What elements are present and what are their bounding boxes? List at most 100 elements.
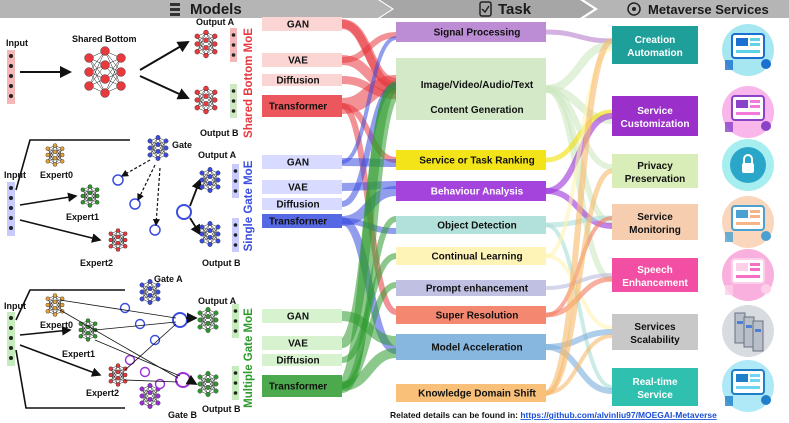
shared-bottom-net — [84, 46, 126, 98]
customization-illustration — [722, 86, 774, 138]
expert1-net — [80, 184, 100, 208]
task-service-flow — [545, 109, 613, 163]
expert0-label: Expert0 — [40, 320, 73, 330]
output-a-label: Output A — [198, 296, 237, 306]
service-label-line2: Enhancement — [622, 278, 688, 289]
model-label: Transformer — [269, 382, 327, 393]
model-task-flow — [341, 32, 397, 63]
model-box — [262, 375, 342, 397]
models-heading: Models — [190, 1, 242, 18]
input-vector — [7, 312, 15, 366]
model-box — [262, 336, 342, 350]
model-label: Diffusion — [276, 200, 319, 211]
expert0-label: Expert0 — [40, 170, 73, 180]
output-b-vector — [232, 366, 239, 400]
task-box — [396, 280, 546, 296]
footer-prefix: Related details can be found in: — [390, 410, 520, 420]
expert1-label: Expert1 — [62, 349, 95, 359]
task-label: Image/Video/Audio/Text — [421, 80, 534, 91]
input-label: Input — [6, 38, 28, 48]
task-service-flow — [545, 334, 613, 395]
tower-b-net — [199, 221, 221, 247]
task-label: Continual Learning — [431, 252, 522, 263]
task-label-line2: Content Generation — [430, 105, 523, 116]
clipboard-icon — [479, 1, 492, 17]
mult-node — [124, 354, 136, 366]
expert2-label: Expert2 — [80, 258, 113, 268]
model-label: GAN — [287, 158, 309, 169]
task-label: Behaviour Analysis — [431, 187, 524, 198]
task-label: Signal Processing — [434, 28, 521, 39]
expert2-net — [108, 363, 128, 387]
task-box — [396, 306, 546, 324]
service-label: Privacy — [637, 161, 673, 172]
services-heading: Metaverse Services — [648, 2, 769, 17]
model-label: VAE — [288, 339, 308, 350]
moe-group-title: Multiple Gate MoE — [243, 308, 255, 408]
model-label: Diffusion — [276, 76, 319, 87]
gate-net — [147, 135, 169, 161]
task-service-flow — [545, 29, 613, 44]
gate-a-label: Gate A — [154, 274, 183, 284]
service-column: CreationAutomationServiceCustomizationPr… — [612, 26, 698, 406]
models-icon — [170, 3, 180, 16]
moe-group-title: Shared Bottom MoE — [243, 28, 255, 138]
mult-node — [149, 224, 161, 236]
output-b-label: Output B — [202, 258, 241, 268]
mult-node — [119, 302, 131, 314]
model-label: Transformer — [269, 217, 327, 228]
output-a-label: Output A — [198, 150, 237, 160]
model-task-flow — [341, 158, 397, 167]
gate-label: Gate — [172, 140, 192, 150]
task-label: Knowledge Domain Shift — [418, 389, 536, 400]
model-label: Transformer — [269, 102, 327, 113]
expert0-net — [45, 293, 65, 317]
output-a-vector — [232, 304, 239, 338]
service-box — [612, 314, 698, 350]
automation-illustration — [722, 24, 774, 76]
model-box — [262, 354, 342, 366]
service-label: Service — [637, 106, 673, 117]
task-label: Model Acceleration — [431, 343, 522, 354]
mult-node — [129, 198, 141, 210]
service-box — [612, 154, 698, 188]
service-label: Real-time — [632, 377, 677, 388]
service-label-line2: Scalability — [630, 335, 680, 346]
task-service-flow — [545, 223, 613, 389]
task-box — [396, 58, 546, 120]
tower-a-net — [199, 167, 221, 193]
service-box — [612, 26, 698, 64]
model-label: Diffusion — [276, 356, 319, 367]
service-box — [612, 368, 698, 406]
model-box — [262, 53, 342, 67]
footer-text: Related details can be found in: https:/… — [390, 410, 717, 420]
service-label-line2: Customization — [621, 119, 690, 130]
output-b-label: Output B — [202, 404, 241, 414]
model-box — [262, 180, 342, 194]
model-label: GAN — [287, 20, 309, 31]
task-label: Super Resolution — [436, 311, 519, 322]
speech-illustration — [722, 249, 774, 301]
expert2-net — [108, 228, 128, 252]
service-label: Creation — [635, 35, 676, 46]
tower-b-net — [194, 85, 218, 115]
output-b-vector — [230, 84, 237, 118]
service-box — [612, 258, 698, 292]
task-label: Service or Task Ranking — [419, 156, 534, 167]
footer-link[interactable]: https://github.com/alvinliu97/MOEGAI-Met… — [520, 410, 717, 420]
mult-node — [134, 318, 146, 330]
task-box — [396, 181, 546, 201]
input-vector — [7, 182, 15, 236]
output-b-label: Output B — [200, 128, 239, 138]
gate-b-label: Gate B — [168, 410, 198, 420]
task-service-flow — [545, 344, 613, 394]
service-label: Services — [634, 322, 676, 333]
model-label: VAE — [288, 183, 308, 194]
service-label: Speech — [637, 265, 673, 276]
input-vector — [7, 50, 15, 104]
service-box — [612, 204, 698, 240]
mult-node — [149, 334, 161, 346]
